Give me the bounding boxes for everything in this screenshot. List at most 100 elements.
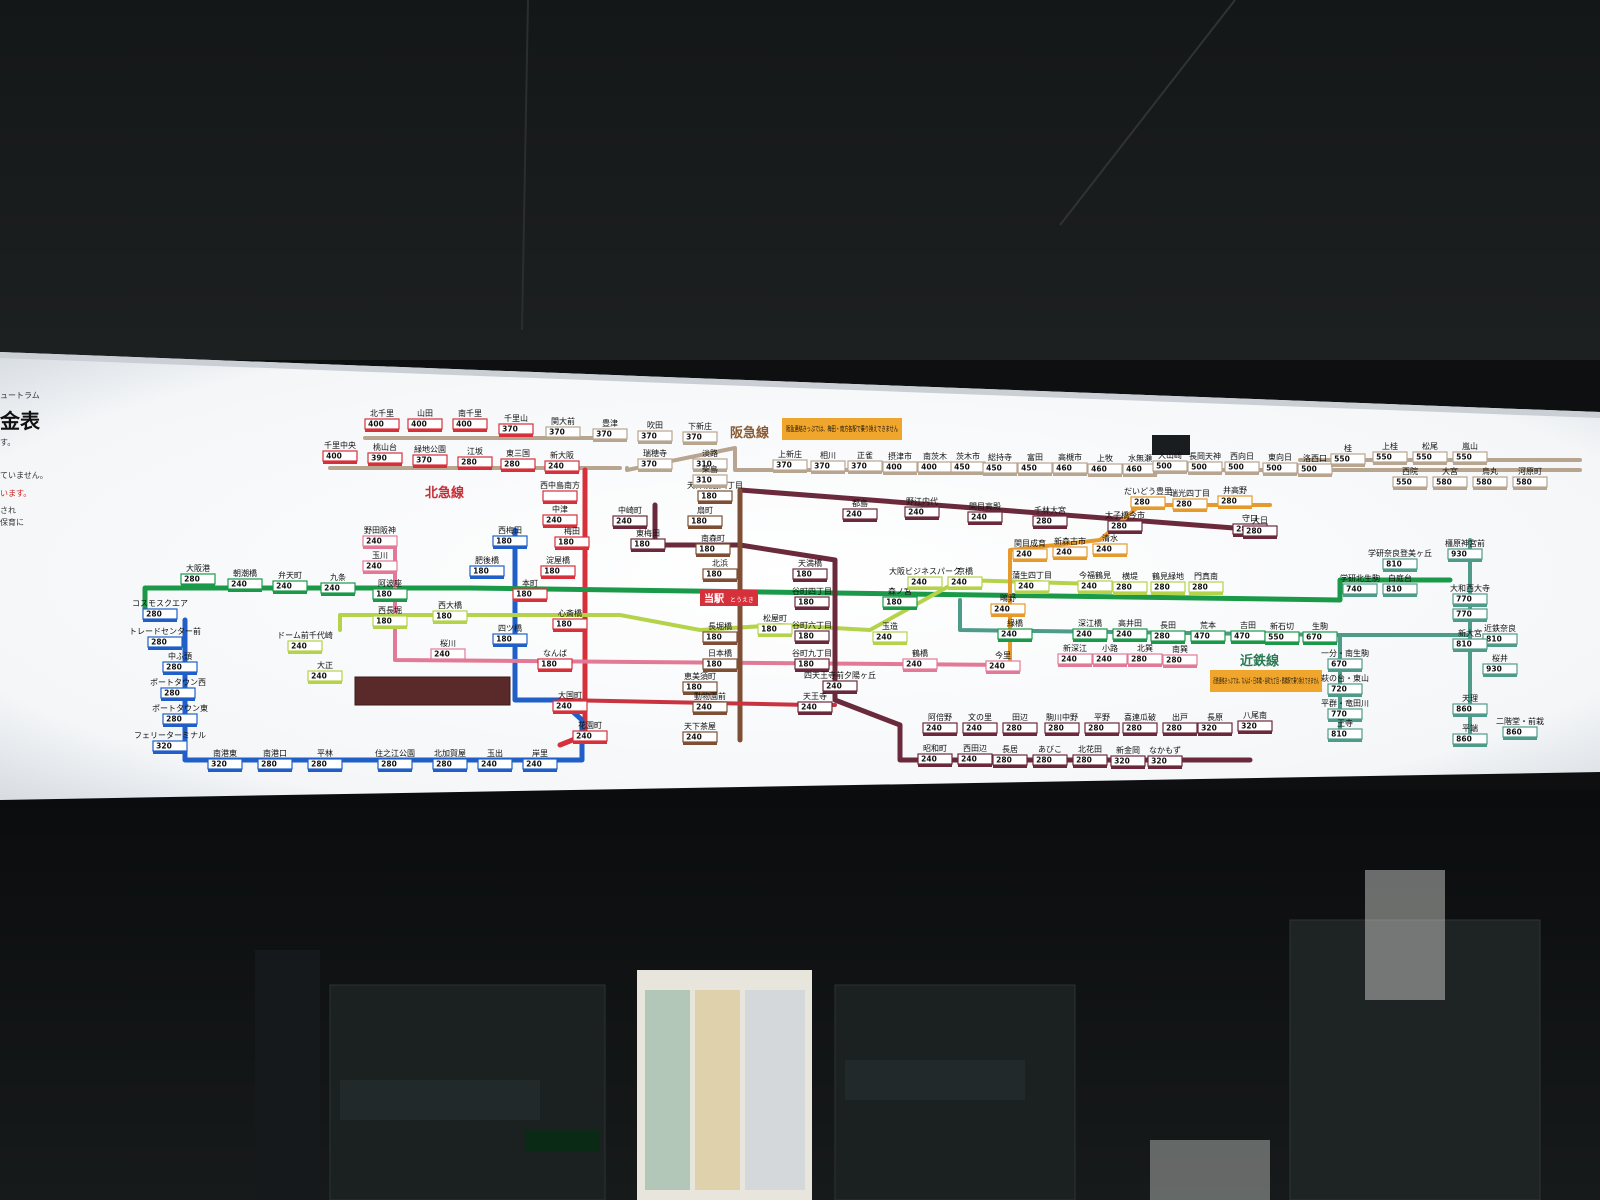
station-name: 摂津市: [888, 451, 912, 461]
station-name: 梅田: [564, 526, 580, 536]
station-fare: 810: [1331, 730, 1347, 739]
dark-tag: [1152, 435, 1190, 455]
station-name: 松尾: [1422, 441, 1438, 451]
station-code-band: [631, 549, 665, 552]
station-fare: 400: [456, 420, 472, 429]
station-code-band: [308, 681, 342, 684]
station-fare: 180: [436, 612, 452, 621]
station-name: 今福鶴見: [1079, 570, 1111, 580]
station-code-band: [470, 576, 504, 579]
station-fare: 180: [516, 590, 532, 599]
station-code-band: [368, 463, 402, 466]
station-fare: 240: [324, 584, 340, 593]
station-name: 緑地公園: [414, 444, 446, 454]
station-code-band: [1238, 731, 1272, 734]
station-fare: 240: [926, 724, 942, 733]
station-fare: 370: [641, 432, 657, 441]
station-name: 高井田: [1118, 618, 1142, 628]
station-name: だいどう豊里: [1124, 486, 1172, 496]
station-code-band: [1513, 487, 1547, 490]
station-name: 上桂: [1382, 441, 1398, 451]
station-name: 西長堀: [378, 606, 402, 615]
station-name: 大宮: [1442, 466, 1458, 476]
station-code-band: [883, 607, 917, 610]
station-code-band: [541, 576, 575, 579]
hankyu-notice-box: [782, 418, 902, 440]
station-fare: 280: [996, 756, 1012, 765]
station-name: 守口: [1242, 513, 1258, 523]
station-fare: 180: [634, 540, 650, 549]
side-note-3: います。: [0, 489, 31, 498]
station-code-band: [1331, 464, 1365, 467]
station-name: 千里中央: [324, 440, 356, 450]
station-code-band: [1033, 526, 1067, 529]
station-name: 清水: [1102, 533, 1118, 543]
station-fare: 810: [1386, 560, 1402, 569]
station-fare: 280: [381, 760, 397, 769]
station-fare: 240: [686, 733, 702, 742]
station-fare: 240: [876, 633, 892, 642]
station-name: 都島: [852, 498, 868, 508]
station-fare: 180: [473, 567, 489, 576]
station-name: 中津: [552, 504, 568, 514]
station-fare: 240: [966, 724, 982, 733]
station-name: 橿原神宮前: [1445, 538, 1485, 548]
station-name: 相川: [820, 450, 836, 460]
station-code-band: [1093, 664, 1127, 667]
station-name: コスモスクエア: [132, 599, 188, 608]
station-name: 南茨木: [923, 451, 947, 461]
station-name: 森ノ宮: [888, 586, 912, 596]
station-code-band: [1328, 739, 1362, 742]
station-fare: 240: [989, 662, 1005, 671]
station-code-band: [1413, 462, 1447, 465]
station-code-band: [1153, 471, 1187, 474]
station-name: 萩の台・東山: [1321, 673, 1369, 683]
station-name: 南巽: [1172, 644, 1188, 654]
station-code-band: [1453, 649, 1487, 652]
station-code-band: [1013, 559, 1047, 562]
station-code-band: [1453, 744, 1487, 747]
station-fare: 280: [1088, 724, 1104, 733]
station-name: 鴫野: [1000, 593, 1016, 603]
station-code-band: [693, 469, 727, 472]
station-name: 今里: [995, 650, 1011, 660]
station-name: 東向日: [1268, 452, 1292, 462]
station-name: トレードセンター前: [129, 626, 201, 636]
station-code-band: [513, 599, 547, 602]
station-name: 昭和町: [923, 744, 947, 753]
station-fare: 450: [1021, 464, 1037, 473]
station-name: 四天王寺前夕陽ヶ丘: [804, 670, 876, 680]
